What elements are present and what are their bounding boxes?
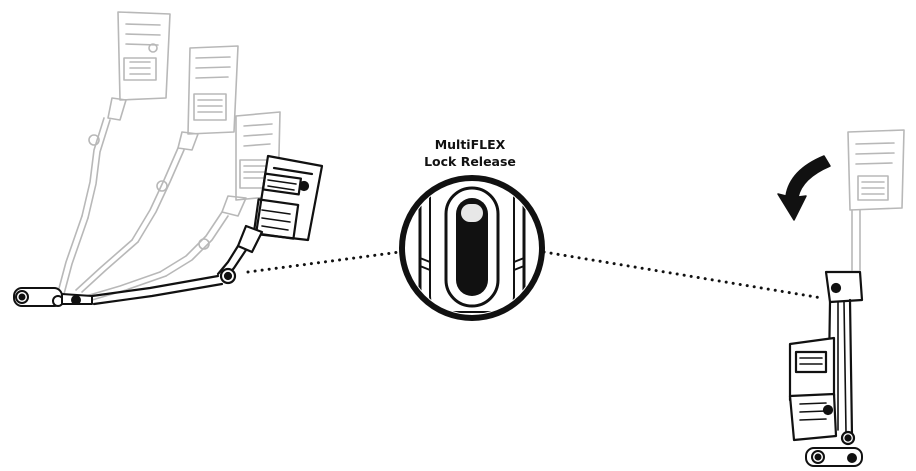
active-vacuum: [90, 154, 324, 306]
ghost-vacuum-2: [75, 45, 239, 293]
dotted-leader-left: [246, 250, 402, 274]
rotate-arrow-icon: [777, 155, 831, 221]
folded-vacuum-icon: [788, 129, 905, 467]
ghost-vacuum-3: [85, 111, 281, 301]
ghost-vacuum-1: [57, 11, 171, 295]
vacuum-folding-sequence-icon: [13, 11, 324, 307]
callout-label: MultiFLEX Lock Release: [380, 136, 560, 170]
callout-line-1: MultiFLEX: [434, 137, 506, 152]
folded-vacuum-body: [788, 270, 864, 446]
ghost-upright-vacuum: [847, 129, 905, 271]
callout-line-2: Lock Release: [424, 154, 516, 169]
floor-head-right: [805, 447, 863, 467]
dotted-leader-right: [542, 250, 824, 300]
floor-head: [13, 287, 93, 307]
lock-release-magnifier-icon: [399, 175, 545, 321]
